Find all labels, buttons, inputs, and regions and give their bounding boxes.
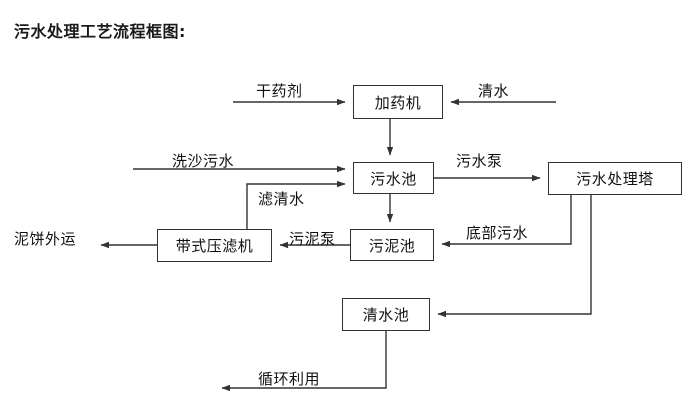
edge-label-filtrate: 滤清水 — [258, 190, 305, 208]
node-label: 污水处理塔 — [576, 170, 654, 188]
connector-treatment-tower-to-clear-water-pool — [437, 195, 592, 318]
node-sewage-pool[interactable]: 污水池 — [353, 162, 434, 194]
node-clear-water-pool[interactable]: 清水池 — [342, 298, 430, 331]
node-treatment-tower[interactable]: 污水处理塔 — [548, 162, 682, 195]
edge-label-dry-agent: 干药剂 — [256, 82, 303, 100]
node-dosing-machine[interactable]: 加药机 — [353, 85, 443, 119]
node-label: 清水池 — [362, 306, 410, 324]
edge-label-clean-water: 清水 — [478, 82, 510, 100]
node-label: 加药机 — [374, 93, 422, 112]
node-sludge-pool[interactable]: 污泥池 — [350, 229, 434, 261]
node-belt-filter-press[interactable]: 带式压滤机 — [157, 229, 272, 262]
connector-clear-water-pool-to-recycle — [221, 331, 387, 392]
connector-filtrate-to-sewage-pool — [246, 180, 346, 229]
edge-label-bottom-sewage: 底部污水 — [466, 224, 529, 242]
node-label: 污泥池 — [368, 236, 416, 255]
terminal-label-mud-cake-out: 泥饼外运 — [14, 230, 77, 248]
edge-label-sand-wash-sewage: 洗沙污水 — [172, 152, 235, 170]
page-title: 污水处理工艺流程框图: — [14, 22, 186, 41]
edge-label-sewage-pump: 污水泵 — [456, 152, 503, 170]
edge-label-sludge-pump: 污泥泵 — [289, 230, 336, 248]
connector-bottom-sewage-to-sludge-pool — [441, 195, 572, 248]
node-label: 污水池 — [370, 169, 417, 188]
terminal-label-recycle-use: 循环利用 — [258, 370, 321, 388]
node-label: 带式压滤机 — [175, 237, 254, 255]
